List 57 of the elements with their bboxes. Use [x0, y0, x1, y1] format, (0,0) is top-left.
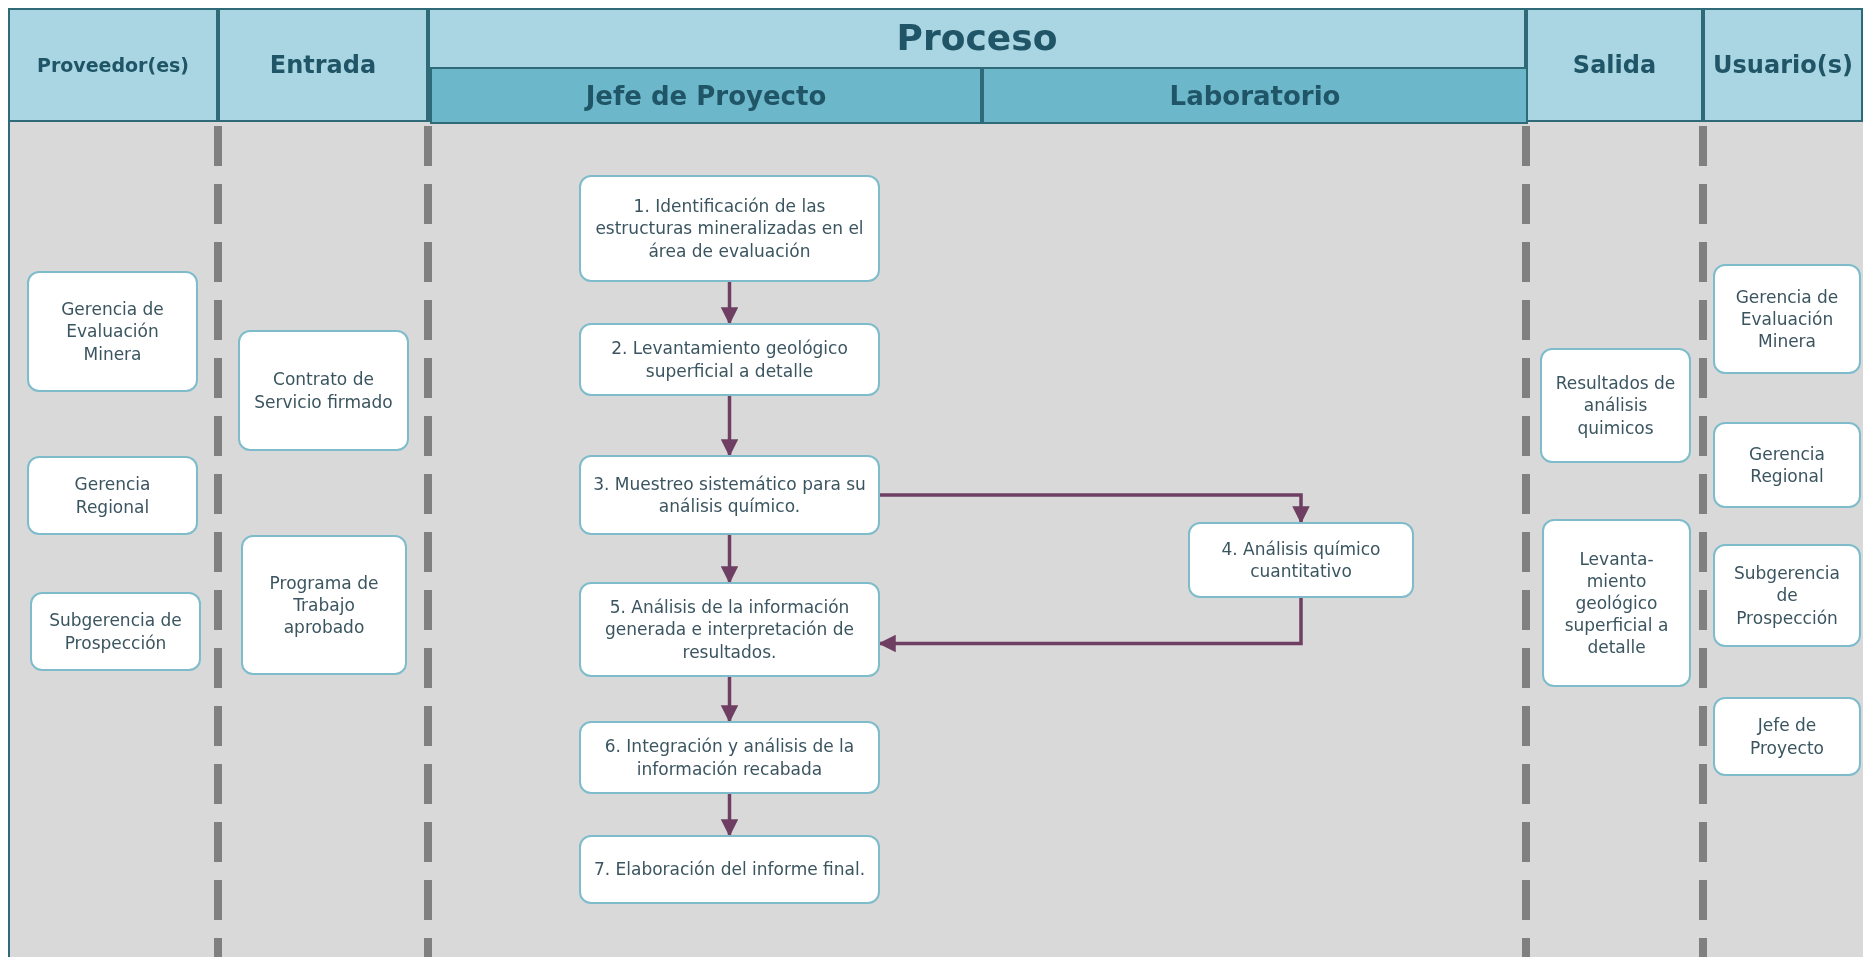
lane-header [430, 67, 982, 124]
process-box [579, 721, 880, 794]
process-box [1713, 697, 1861, 776]
arrow [720, 535, 739, 584]
process-box [1542, 519, 1691, 687]
process-box [579, 323, 880, 396]
box-text: Subgerencia de Prospección [48, 609, 183, 654]
process-box [1713, 544, 1861, 647]
header-text: Entrada [269, 53, 377, 77]
process-box [579, 455, 880, 535]
process-box [579, 582, 880, 677]
box-text: 7. Elaboración del informe final. [593, 858, 866, 881]
arrow [880, 493, 1310, 524]
process-box [241, 535, 407, 675]
process-box [27, 456, 198, 535]
process-box [579, 835, 880, 904]
process-box [579, 175, 880, 282]
box-text: 1. Identificación de las estructuras mineralizadas en el área de evaluación [594, 195, 865, 262]
process-box [1713, 422, 1861, 508]
box-text: 3. Muestreo sistemático para su análisis químico. [592, 472, 867, 518]
process-box [238, 330, 409, 451]
box-text: 5. Análisis de la información generada e interpretación de resultados. [604, 596, 855, 663]
box-text: Gerencia Regional [1748, 442, 1826, 488]
header-text: Jefe de Proyecto [585, 82, 827, 109]
arrow [720, 282, 739, 325]
header-text: Laboratorio [1169, 82, 1341, 109]
column-header [428, 8, 1526, 122]
column-header [1703, 8, 1863, 122]
header-text: Salida [1572, 53, 1657, 77]
box-text: 4. Análisis químico cuantitativo [1220, 537, 1382, 583]
arrow [720, 794, 739, 837]
process-box [27, 271, 198, 392]
process-box [1188, 522, 1414, 598]
box-text: Jefe de Proyecto [1749, 714, 1825, 759]
box-text: Gerencia de Evaluación Minera [60, 298, 165, 365]
column-header [8, 8, 218, 122]
box-text: Gerencia de Evaluación Minera [1734, 285, 1840, 353]
header-text: Usuario(s) [1713, 53, 1853, 77]
box-text: Programa de Trabajo aprobado [268, 571, 380, 639]
column-header [218, 8, 428, 122]
header-text: Proveedor(es) [36, 55, 190, 75]
lane-header [982, 67, 1528, 124]
arrow [878, 598, 1303, 653]
box-text: Resultados de análisis quimicos [1554, 372, 1677, 439]
arrow [720, 396, 739, 457]
process-box [1713, 264, 1861, 374]
process-box [1540, 348, 1691, 463]
box-text: 6. Integración y análisis de la información recabada [603, 735, 856, 780]
box-text: 2. Levantamiento geológico superficial a detalle [610, 337, 849, 382]
box-text: Contrato de Servicio firmado [253, 368, 394, 413]
arrow [720, 677, 739, 723]
column-header [1526, 8, 1703, 122]
header-text: Proceso [896, 19, 1058, 56]
box-text: Subgerencia de Prospección [1733, 562, 1841, 629]
box-text: Gerencia Regional [73, 473, 152, 518]
box-text: Levanta- miento geológico superficial a detalle [1563, 547, 1670, 659]
process-box [30, 592, 201, 671]
